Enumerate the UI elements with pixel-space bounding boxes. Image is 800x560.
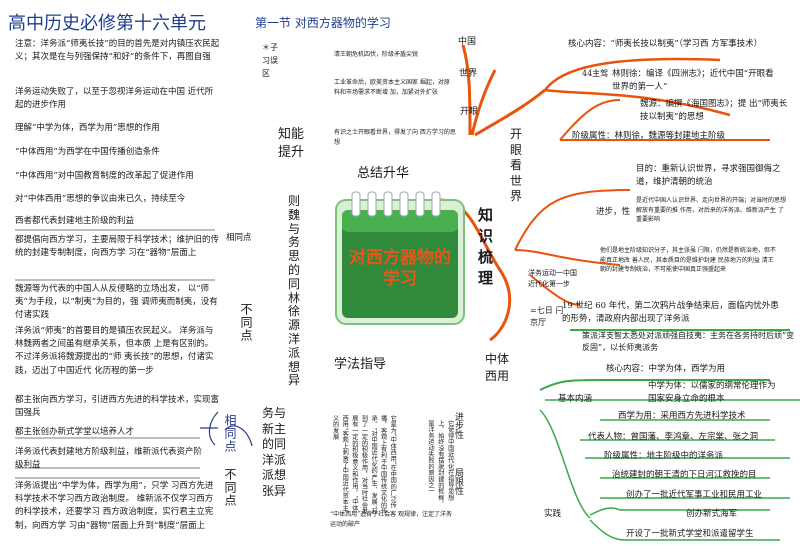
wei-yuan: 魏源：编撰《海国图志》；提 出“师夷长技以制夷”的思想 <box>640 99 788 123</box>
note-paragraph: 魏源等为代表的中国人从反侵略的立场出发， 以“师夷”为手段，以“制夷”为目的，强… <box>15 284 218 321</box>
ability-label: 知能提升 <box>278 127 305 160</box>
background-note: 清王朝危机四伏，阶级矛盾尖锐 <box>334 51 419 58</box>
note-paragraph: 洋务派代表封建地方阶级利益，维新派代表资产阶级利益 <box>15 447 203 471</box>
green-branch <box>539 379 770 391</box>
method-label: 学法指导 <box>334 357 387 372</box>
note-paragraph: 理解“中学为体，西学为用”思想的作用 <box>15 123 160 133</box>
mistakes-label: ＊子习误区 <box>262 43 278 78</box>
kaiyan-label: 开眼看世界 <box>510 127 523 204</box>
branch-china: 中国 <box>458 37 477 47</box>
progress-label-right: 进步，性 <box>596 207 631 217</box>
bg-left: =七日 闩京厅 <box>530 306 564 328</box>
representatives: 代表人物：曾国藩、李鸿章、左宗棠、张之洞 <box>588 432 759 442</box>
diff-label-2: 不同点 <box>223 468 237 507</box>
class-attribute-2: 阶级属性：地主阶级中的洋务派 <box>604 451 724 461</box>
yangwu-weixin-label: 务与新主的同洋派派想张异 <box>262 406 287 498</box>
basic-2: 西学为用：采用西方先进科学技术 <box>618 411 746 421</box>
goal-2: 治统建封的朝王清的下日河江救挽的目 <box>612 470 757 480</box>
note-paragraph: 都主张向西方学习，引进西方先进的科学技术，实现富国强兵 <box>15 395 220 419</box>
practice-label: 实践 <box>544 509 562 519</box>
green-branch <box>539 409 591 519</box>
branch-kaiyan: 开眼 <box>460 107 479 117</box>
note-paragraph: 洋务运动失败了，以至于忽视洋务运动在中国 近代所起的进步作用 <box>15 87 214 111</box>
class-attribute: 阶级属性：林则徐，魏源等封建地主阶级 <box>572 131 726 141</box>
limit-small: 他们是地主阶级知识分子，其主张虽 闩限，仍然是新统治地，但不能真正地改 善人民，… <box>600 247 776 274</box>
goal: 目的：重新认识世界，寻求强国御侮之道，维护清朝的统治 <box>636 164 781 188</box>
same-label: 相同点 <box>226 233 252 243</box>
note-paragraph: 注意：洋务派“师夷长技”的目的首先是对内镇压农民起义；其次是在与列强保持“和好”… <box>15 39 220 63</box>
note-paragraph: “中体西用”为西学在中国传播创造条件 <box>15 147 160 157</box>
contradiction-text: 策派洋支智太悉处对派顽强自技夷：主务在各务持时后顽“变反固”，以长师夷派务 <box>582 331 795 353</box>
background-text: 19 世纪 60 年代，第二次鸦片战争结束后，面临内忧外患的形势，清政府内部出现… <box>562 301 779 325</box>
progress-small: 是近代中国人认识世界、走向世界的开端；对当时的思想解放有重要的推 作用，对后来的… <box>636 197 787 224</box>
note-paragraph: 都主张创办新式学堂以培养人才 <box>15 427 135 437</box>
wei-lin-label: 则魏与务思的同林徐源洋派想异 <box>288 194 301 388</box>
red-branch <box>514 249 621 266</box>
red-branch <box>529 274 581 306</box>
orange-branch <box>461 44 472 136</box>
progress-text: 它是为“中体西用”在中国的广泛传播，客观上有利于中国传统文化的传承。“对中国近代… <box>331 415 397 515</box>
knowledge-label: 知识梳理 <box>478 206 494 287</box>
core-content: 核心内容：“师夷长技以制夷”（学习西 方军事技术） <box>568 39 763 49</box>
orange-branch <box>544 57 721 91</box>
yangwu-label: 洋务运动一中国近代化第一步 <box>528 269 577 289</box>
progress-label: 进步性 <box>452 412 463 439</box>
bottom-note: “中体西用”造背了社会客 观规律，注定了洋务运动的破产 <box>330 511 453 528</box>
green-branch <box>589 519 780 541</box>
lin-prefix: 44主驾 <box>582 69 609 78</box>
same-label-2: 相同点 <box>223 414 237 453</box>
core-content-2: 核心内容：中学为体，西学为用 <box>606 364 726 374</box>
zhongti-label: 中体西用 <box>485 352 510 383</box>
practice-1: 创办了一批近代军事工业和民用工业 <box>626 490 763 500</box>
note-paragraph: 西者都代表封建地主阶级的利益 <box>15 216 135 226</box>
limit-text: 它使得中国近代化在指导思想上，始终没有摆脱封建的框框，是洋务运动失败的原因之一 <box>426 420 454 507</box>
blue-bracket <box>224 425 253 447</box>
badge-text: 对西方器物的学习 <box>349 248 451 290</box>
basic-1: 中学为体：以儒家的纲常伦理作为国家安身立命的根本 <box>648 381 776 405</box>
basic-label: 基本内涵 <box>558 394 593 404</box>
orange-branch <box>470 69 497 136</box>
background-note: 有识之士开眼看世界，得发了向 西方学习的思想 <box>334 129 456 146</box>
red-branch <box>514 189 631 251</box>
note-paragraph: 都提倡向西方学习，主要局限于科学技术；维护旧的传统的封建专制制度，向西方学 习在… <box>15 235 220 259</box>
center-badge: 对西方器物的学习 <box>330 188 470 328</box>
orange-branch <box>544 88 731 117</box>
summary-label: 总结升华 <box>357 166 410 181</box>
orange-branch <box>474 88 546 137</box>
practice-2: 创办新式海军 <box>686 509 738 519</box>
section-title: 第一节 对西方器物的学习 <box>255 16 391 30</box>
limit-label: 局限性 <box>452 468 463 495</box>
orange-branch <box>559 99 621 141</box>
page-title: 高中历史必修第十六单元 <box>8 13 206 34</box>
diff-label: 不同点 <box>239 303 253 342</box>
background-note: 工业革命后，欧美资本主义国家 崛起，对原料和市场需求不断增 加，加紧对外扩张 <box>334 79 450 96</box>
green-branch <box>589 507 770 516</box>
note-paragraph: 洋务派提出“中学为体，西学为用”，只学 习西方先进科学技术不学习西方政治制度。 … <box>15 481 214 531</box>
note-paragraph: “中体西用”对中国教育制度的改革起了促进作用 <box>15 171 194 181</box>
lin-zexu: 林则徐：编译《四洲志》；近代中国“开眼看世界的第一人” <box>612 69 774 93</box>
practice-3: 开设了一批新式学堂和派遣留学生 <box>626 529 754 539</box>
note-paragraph: 洋务派“师夷”的首要目的是镇压农民起义。 洋务派与林魏两者之间虽有继承关系，但本… <box>15 326 214 376</box>
branch-world: 世界 <box>459 69 478 79</box>
note-paragraph: 对“中体西用”思想的争议由来已久，持续至今 <box>15 194 186 204</box>
calendar-icon <box>335 191 465 325</box>
